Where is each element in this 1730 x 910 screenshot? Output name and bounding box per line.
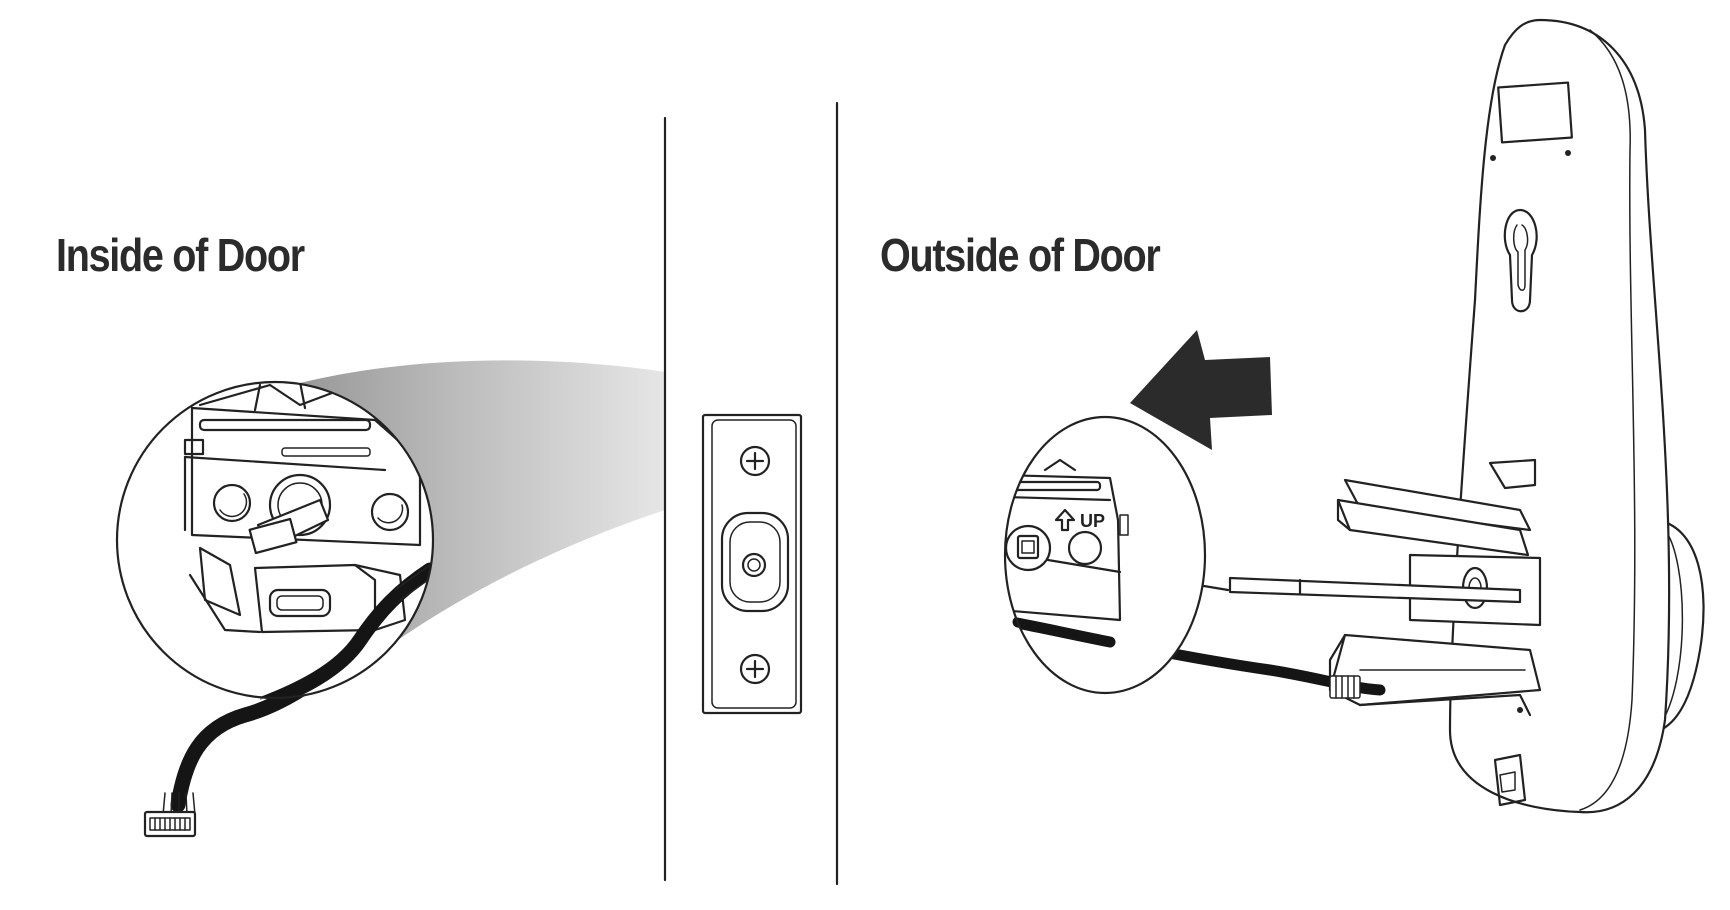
latch-bolt — [720, 511, 790, 613]
up-arrow-icon — [1054, 508, 1076, 532]
screw-icon — [739, 445, 771, 477]
mounting-assembly — [1228, 458, 1542, 717]
direction-arrow-icon — [1130, 330, 1272, 450]
cable-connector — [143, 792, 197, 838]
outside-detail-zoom: UP — [1003, 415, 1207, 695]
latch-faceplate — [701, 413, 803, 715]
up-marker: UP — [1080, 511, 1105, 531]
outside-of-door-label: Outside of Door — [880, 229, 1161, 281]
inside-detail-zoom — [115, 380, 435, 700]
inside-of-door-label: Inside of Door — [56, 229, 305, 281]
cable-connector — [1329, 675, 1361, 699]
screw-icon — [739, 653, 771, 685]
